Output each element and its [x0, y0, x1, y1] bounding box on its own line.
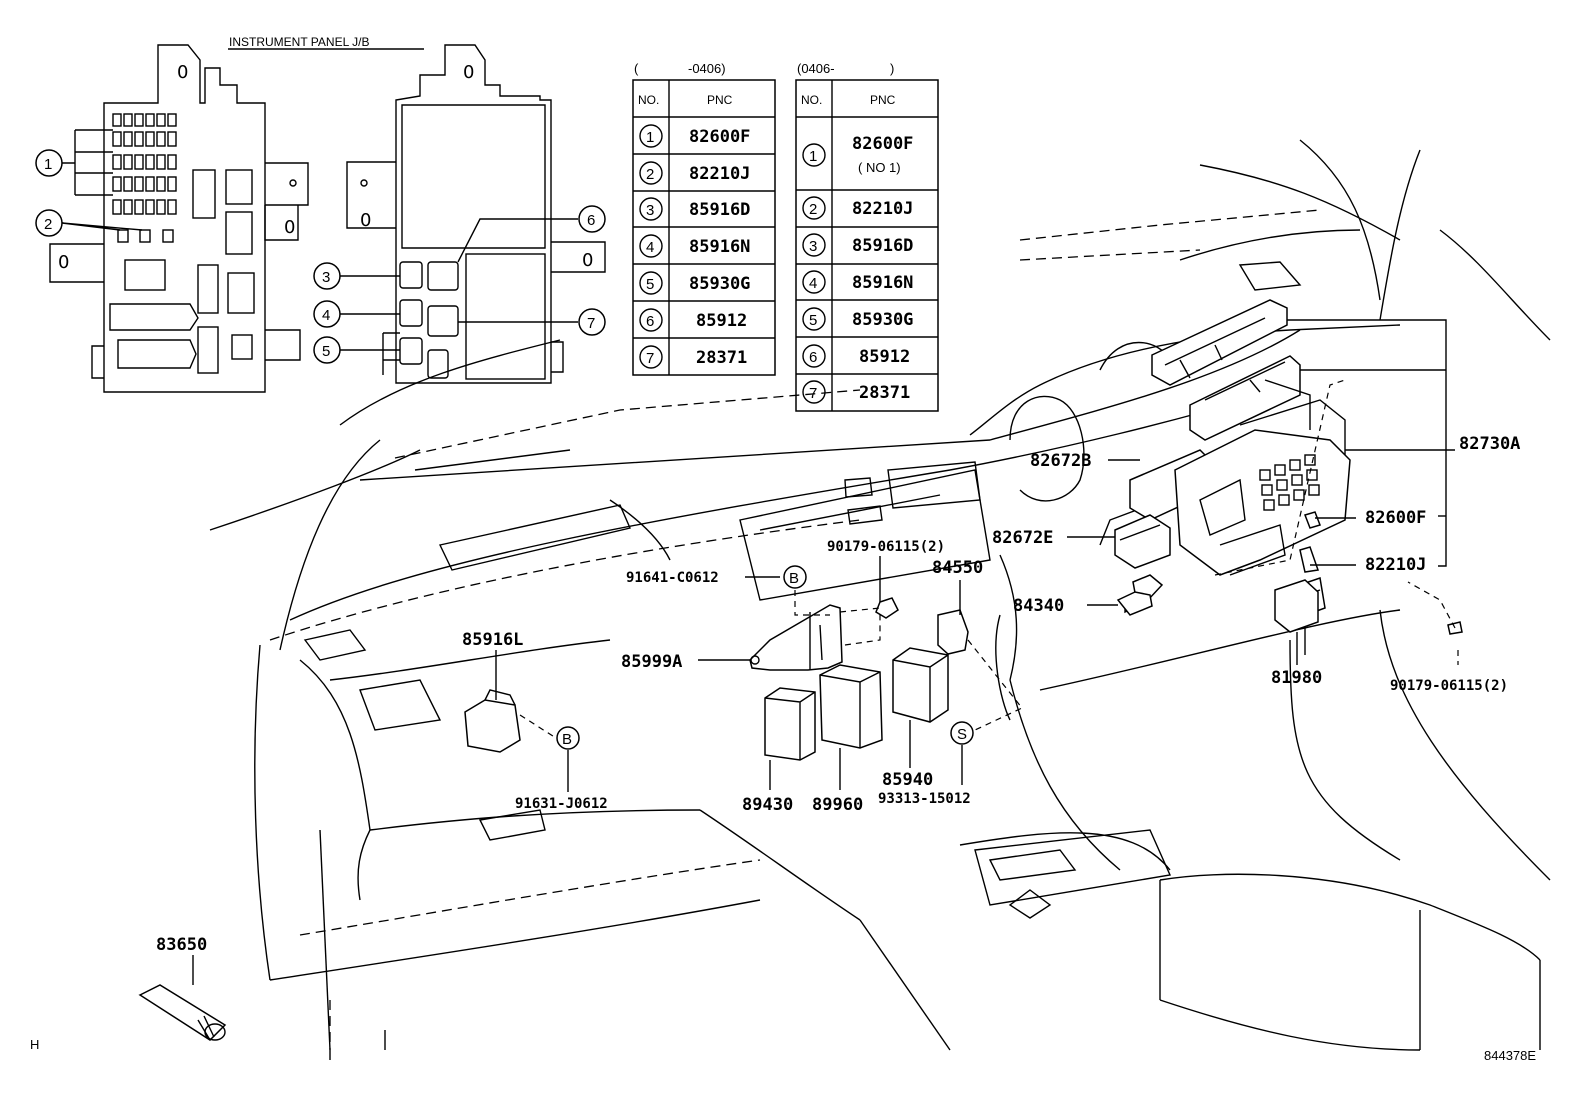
svg-text:6: 6	[646, 313, 654, 330]
svg-text:): )	[890, 61, 894, 76]
svg-text:3: 3	[809, 238, 817, 255]
callout-6	[578, 205, 606, 233]
junction-block-front: 0 0 0	[49, 44, 309, 393]
svg-text:85930G: 85930G	[852, 310, 913, 330]
svg-text:0: 0	[463, 62, 474, 83]
label-85916L: 85916L	[462, 630, 523, 650]
svg-text:B: B	[562, 731, 572, 748]
svg-text:6: 6	[809, 349, 817, 366]
svg-text:82210J: 82210J	[852, 199, 913, 219]
marker-b-upper	[783, 565, 807, 589]
svg-text:2: 2	[646, 166, 654, 183]
svg-text:85912: 85912	[859, 347, 910, 367]
svg-text:(: (	[634, 61, 639, 76]
svg-text:28371: 28371	[859, 383, 910, 403]
figure-id: 844378E	[1484, 1048, 1536, 1063]
svg-text:-0406): -0406)	[688, 61, 726, 76]
junction-block-rear: 0 0 0	[340, 44, 606, 384]
label-90179-right: 90179-06115(2)	[1390, 678, 1508, 694]
label-81980: 81980	[1271, 668, 1322, 688]
diagram-title: INSTRUMENT PANEL J/B	[229, 35, 369, 49]
label-85999A: 85999A	[621, 652, 682, 672]
label-82600F: 82600F	[1365, 508, 1426, 528]
svg-text:3: 3	[646, 202, 654, 219]
svg-text:S: S	[957, 726, 967, 743]
svg-text:7: 7	[587, 315, 595, 332]
pnc-table-before-0406: ( -0406) NO. PNC 1 82600F 2 82210J 3 85916D…	[632, 61, 776, 376]
svg-text:0: 0	[58, 252, 69, 273]
label-91641: 91641-C0612	[626, 570, 719, 586]
svg-text:( NO 1): ( NO 1)	[858, 160, 901, 175]
svg-text:85916N: 85916N	[689, 237, 750, 257]
leader-lines	[192, 319, 1459, 985]
svg-text:NO.: NO.	[801, 93, 822, 107]
svg-text:2: 2	[809, 201, 817, 218]
callout-3	[313, 262, 341, 290]
label-89960: 89960	[812, 795, 863, 815]
svg-text:85930G: 85930G	[689, 274, 750, 294]
label-82210J: 82210J	[1365, 555, 1426, 575]
svg-text:B: B	[789, 570, 799, 587]
callout-7	[578, 308, 606, 336]
footer-left-mark: H	[30, 1037, 39, 1052]
jb-callouts: 1 2 3 4 5 6 7	[35, 149, 606, 364]
svg-text:28371: 28371	[696, 348, 747, 368]
ref-markers: B B S	[556, 565, 974, 750]
callout-2	[35, 209, 63, 237]
svg-text:5: 5	[809, 312, 817, 329]
label-82672B: 82672B	[1030, 451, 1091, 471]
components	[138, 579, 1319, 1041]
svg-text:1: 1	[44, 156, 52, 173]
callout-1	[35, 149, 63, 177]
callout-5	[313, 336, 341, 364]
label-82672E: 82672E	[992, 528, 1053, 548]
label-89430: 89430	[742, 795, 793, 815]
svg-text:(0406-: (0406-	[797, 61, 835, 76]
label-82730A: 82730A	[1459, 434, 1520, 454]
svg-text:4: 4	[322, 307, 330, 324]
callout-4	[313, 300, 341, 328]
svg-text:5: 5	[646, 276, 654, 293]
svg-text:0: 0	[360, 210, 371, 231]
svg-text:NO.: NO.	[638, 93, 659, 107]
svg-text:82210J: 82210J	[689, 164, 750, 184]
label-90179-upper: 90179-06115(2)	[827, 539, 945, 555]
svg-text:3: 3	[322, 269, 330, 286]
svg-text:5: 5	[322, 343, 330, 360]
pnc-table-after-0406: (0406- ) NO. PNC 1 82600F ( NO 1) 2 82210…	[795, 61, 939, 412]
svg-text:1: 1	[646, 129, 654, 146]
svg-text:0: 0	[284, 217, 295, 238]
svg-text:0: 0	[177, 62, 188, 83]
svg-text:4: 4	[809, 275, 817, 292]
svg-text:85912: 85912	[696, 311, 747, 331]
svg-text:4: 4	[646, 239, 654, 256]
svg-text:85916N: 85916N	[852, 273, 913, 293]
label-84340: 84340	[1013, 596, 1064, 616]
svg-text:82600F: 82600F	[852, 134, 913, 154]
svg-text:82600F: 82600F	[689, 127, 750, 147]
marker-s	[950, 721, 974, 745]
svg-text:85916D: 85916D	[689, 200, 750, 220]
svg-text:2: 2	[44, 216, 52, 233]
svg-text:PNC: PNC	[870, 93, 896, 107]
label-85940: 85940	[882, 770, 933, 790]
label-93313: 93313-15012	[878, 791, 971, 807]
svg-text:1: 1	[809, 148, 817, 165]
svg-text:6: 6	[587, 212, 595, 229]
label-83650: 83650	[156, 935, 207, 955]
marker-b-lower	[556, 726, 580, 750]
svg-text:0: 0	[582, 250, 593, 271]
jb-assembly	[1114, 299, 1463, 655]
svg-text:PNC: PNC	[707, 93, 733, 107]
label-91631: 91631-J0612	[515, 796, 608, 812]
svg-text:7: 7	[646, 350, 654, 367]
dashboard-outline	[209, 139, 1551, 1060]
svg-text:85916D: 85916D	[852, 236, 913, 256]
part-labels: 82730A 82672B 82672E 82600F 82210J 84550…	[156, 434, 1520, 955]
label-84550: 84550	[932, 558, 983, 578]
